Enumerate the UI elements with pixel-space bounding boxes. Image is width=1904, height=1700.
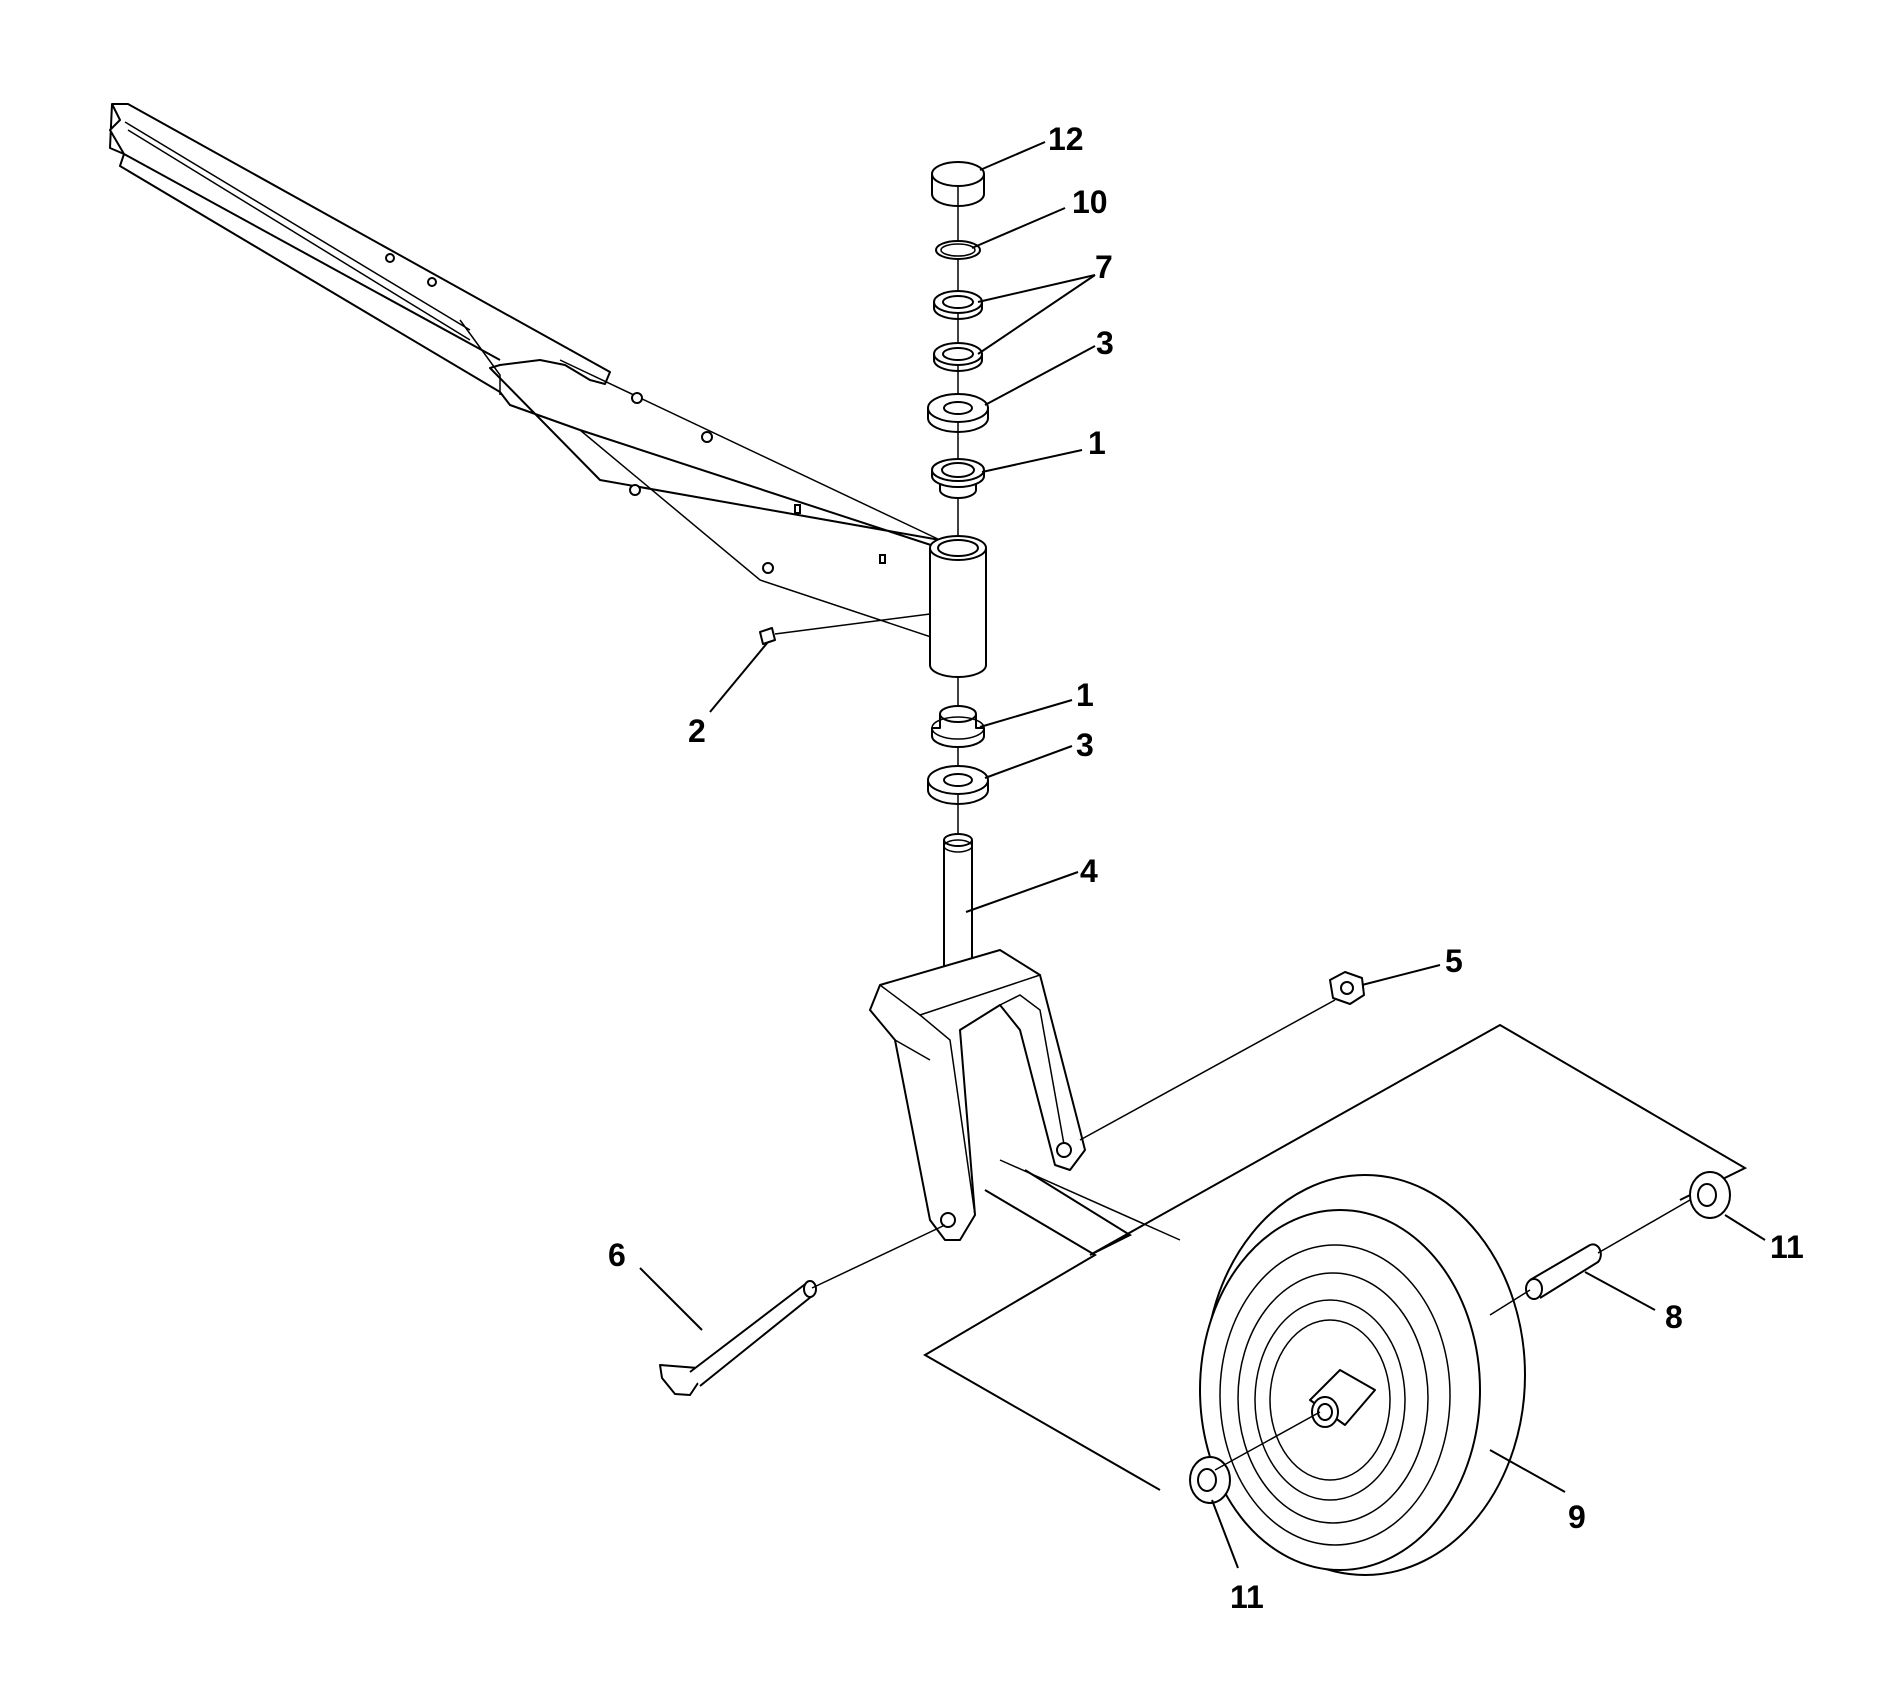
callout-6: 6 [608, 1237, 626, 1273]
callout-11-left: 11 [1230, 1579, 1264, 1615]
leader-lines [639, 141, 1766, 1569]
callout-labels: 12 10 7 3 1 2 1 3 4 5 6 11 8 9 11 [608, 121, 1804, 1615]
callout-9: 9 [1568, 1499, 1586, 1535]
bushing-1-lower [931, 705, 985, 748]
caster-fork [869, 949, 1086, 1241]
bushing-1-upper [931, 458, 985, 499]
washer-7-lower [933, 342, 983, 372]
wheel-9 [1199, 1174, 1526, 1576]
callout-3-upper: 3 [1096, 325, 1114, 361]
callout-7: 7 [1095, 249, 1113, 285]
grease-fitting-2 [759, 613, 931, 645]
caster-arm [109, 103, 941, 641]
callout-10: 10 [1072, 184, 1108, 220]
spacer-3-lower [927, 765, 989, 805]
washer-11-right [1689, 1171, 1731, 1219]
axle-8 [1489, 1199, 1691, 1316]
callout-4: 4 [1080, 853, 1098, 889]
callout-12: 12 [1048, 121, 1084, 157]
assembly-guide-lines [923, 1023, 1748, 1491]
callout-2: 2 [688, 713, 706, 749]
callout-1-upper: 1 [1088, 425, 1106, 461]
nut-5 [1079, 971, 1365, 1141]
snap-ring-10 [935, 240, 981, 260]
spacer-3-upper [927, 393, 989, 433]
washer-11-left [1189, 1411, 1321, 1504]
washer-7-upper [933, 290, 983, 320]
pivot-tube [929, 535, 987, 678]
callout-1-lower: 1 [1076, 677, 1094, 713]
callout-11-right: 11 [1770, 1229, 1804, 1265]
callout-8: 8 [1665, 1299, 1683, 1335]
bolt-6 [659, 1224, 946, 1396]
callout-5: 5 [1445, 943, 1463, 979]
callout-3-lower: 3 [1076, 727, 1094, 763]
